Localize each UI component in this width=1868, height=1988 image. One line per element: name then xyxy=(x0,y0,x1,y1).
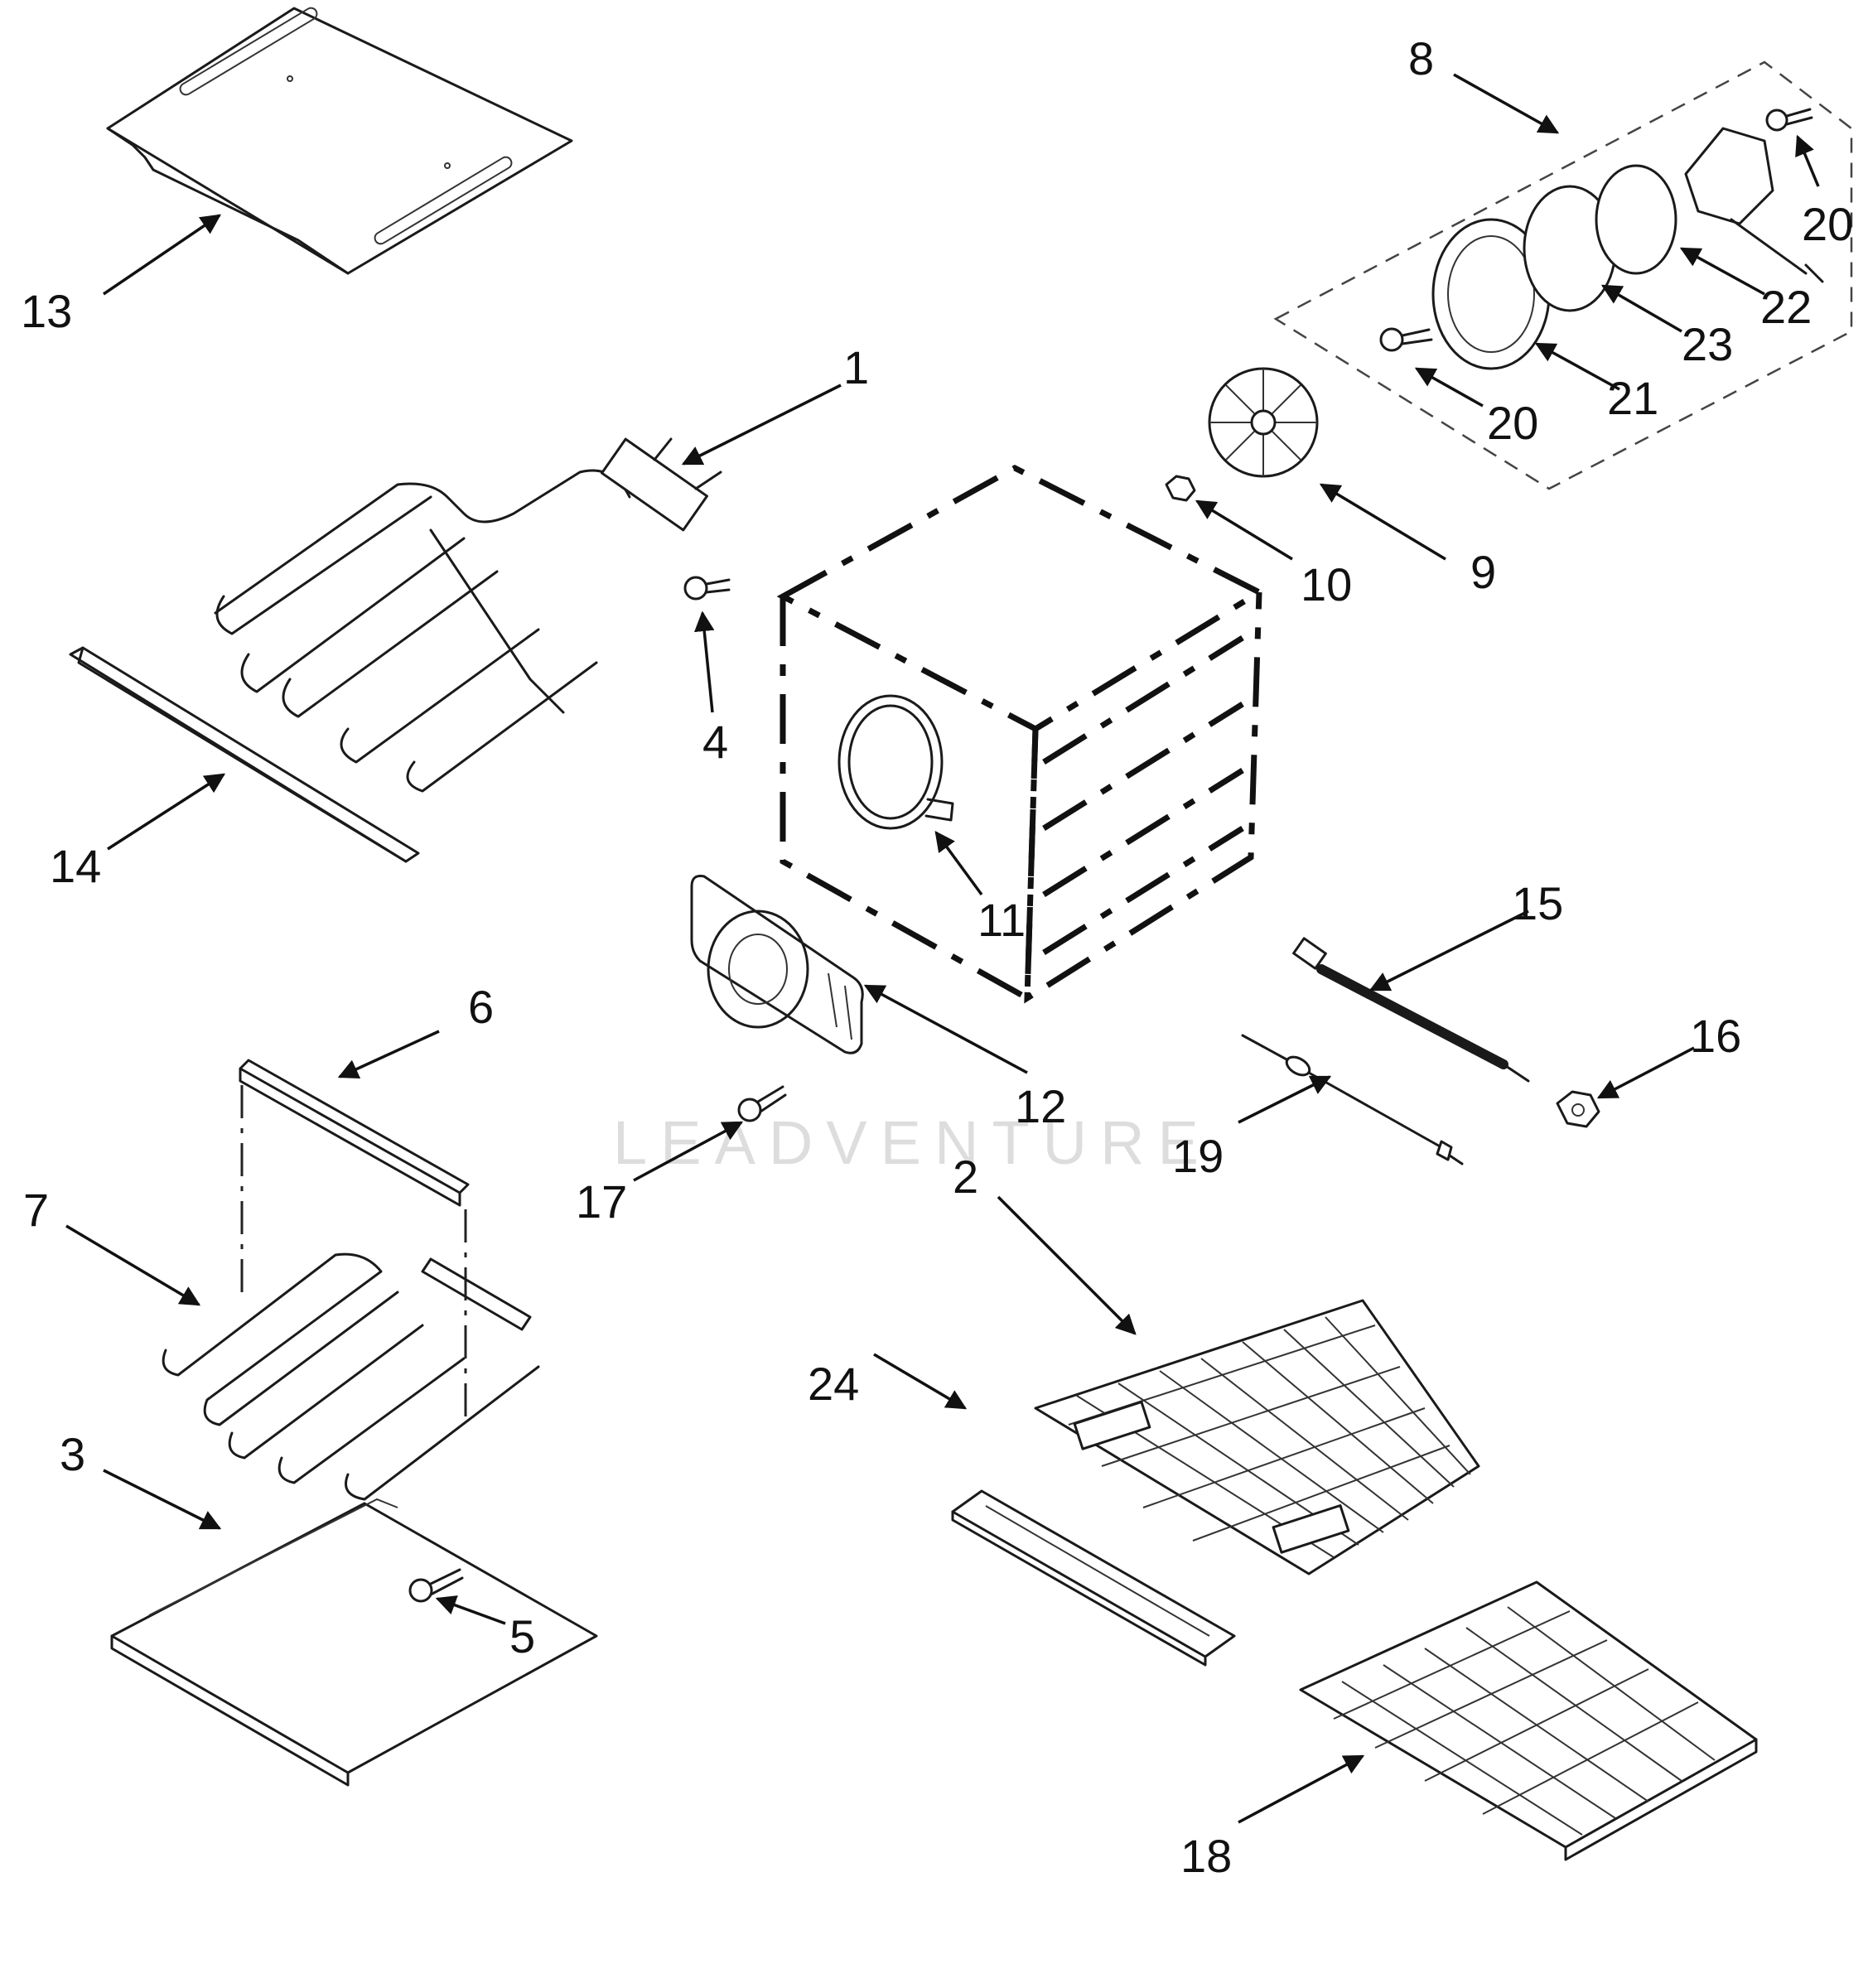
part-fan-baffle-cover xyxy=(690,875,864,1054)
callout-21: 21 xyxy=(1607,372,1658,424)
callout-17: 17 xyxy=(576,1175,627,1228)
callout-arrows xyxy=(65,73,1820,1824)
part-screw-5 xyxy=(408,1568,464,1603)
part-convection-motor-assembly xyxy=(1273,60,1853,490)
callout-12: 12 xyxy=(1015,1080,1066,1132)
callout-20b: 20 xyxy=(1802,198,1853,250)
part-bake-element xyxy=(162,1252,540,1501)
part-oven-rack xyxy=(1034,1299,1480,1575)
part-oven-cavity xyxy=(776,465,1266,1004)
callout-13: 13 xyxy=(21,285,72,337)
part-broil-pan xyxy=(951,1489,1236,1667)
part-nut-16 xyxy=(1556,1090,1600,1128)
callout-9: 9 xyxy=(1470,546,1496,598)
callout-3: 3 xyxy=(60,1428,85,1480)
part-screw-17 xyxy=(737,1085,787,1122)
part-bake-element-shield xyxy=(239,1059,470,1425)
callout-7: 7 xyxy=(23,1184,49,1236)
callout-20a: 20 xyxy=(1487,397,1538,449)
callout-18: 18 xyxy=(1180,1830,1232,1882)
callout-15: 15 xyxy=(1512,877,1563,929)
callout-22: 22 xyxy=(1760,281,1812,333)
part-convection-fan-blade xyxy=(1208,367,1319,478)
callout-10: 10 xyxy=(1301,558,1352,610)
callout-2: 2 xyxy=(953,1151,978,1203)
part-top-cover-panel xyxy=(106,7,573,275)
part-convection-element xyxy=(837,694,954,830)
part-broil-element xyxy=(214,437,722,793)
part-meat-probe xyxy=(1241,1034,1464,1165)
watermark-text: LEADVENTURE xyxy=(613,1108,1212,1177)
callout-6: 6 xyxy=(468,981,494,1033)
callout-23: 23 xyxy=(1682,318,1733,370)
callout-19: 19 xyxy=(1172,1130,1224,1182)
part-temperature-sensor xyxy=(1292,937,1530,1083)
part-nut-10 xyxy=(1165,475,1196,502)
callout-14: 14 xyxy=(50,840,101,892)
callout-labels: 1 2 3 4 5 6 7 8 9 10 11 12 13 14 15 16 1… xyxy=(21,32,1853,1882)
part-motor-mount-gasket xyxy=(1595,164,1677,275)
callout-16: 16 xyxy=(1690,1010,1741,1062)
callout-11: 11 xyxy=(977,894,1026,946)
callout-5: 5 xyxy=(509,1610,535,1662)
callout-8: 8 xyxy=(1408,32,1434,84)
callout-4: 4 xyxy=(702,716,728,768)
part-bottom-cover-panel xyxy=(110,1498,598,1787)
callout-24: 24 xyxy=(808,1358,859,1410)
callout-1: 1 xyxy=(843,341,869,393)
part-support-bracket xyxy=(69,646,420,863)
part-roller-rack xyxy=(1299,1580,1758,1861)
part-screw-4 xyxy=(683,576,731,601)
